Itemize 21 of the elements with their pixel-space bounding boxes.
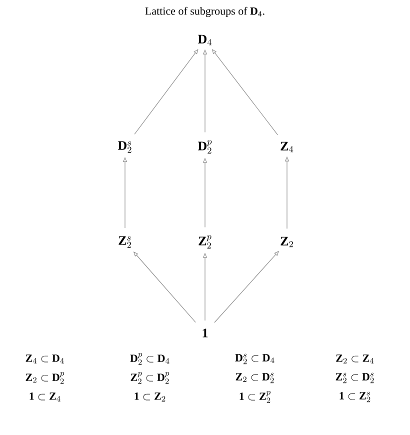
title: Lattice of subgroups of D$_{4}$.	[145, 6, 264, 18]
table-cell: $\mathbf{Z}_2\subset\mathbf{Z}_4$	[336, 354, 374, 364]
group-label: $\mathbf{Z}_2$	[280, 236, 293, 248]
table-cell: $\mathbf{D}_2^p\subset\mathbf{D}_4$	[130, 353, 170, 365]
table-cell: $\mathbf{Z}_2^p\subset\mathbf{D}_2^p$	[130, 372, 170, 384]
table-cell: $\mathbf{Z}_2\subset\mathbf{D}_2^s$	[236, 372, 274, 384]
table-cell: $\mathbf{Z}_4\subset\mathbf{D}_4$	[26, 354, 64, 364]
table-cell: $\mathbf{1}\subset\mathbf{Z}_4$	[30, 392, 60, 402]
table-cell: $\mathbf{1}\subset\mathbf{Z}_2^s$	[340, 392, 370, 402]
table-cell: $\mathbf{1}\subset\mathbf{Z}_2$	[134, 392, 166, 402]
group-label: $\mathbf{1}$	[202, 328, 208, 338]
table-cell: $\mathbf{D}_2^s\subset\mathbf{D}_4$	[235, 354, 274, 364]
group-label: $\mathbf{D}_2^s$	[118, 141, 132, 153]
group-label: $\mathbf{Z}_2^s$	[118, 236, 131, 248]
group-label: $\mathbf{Z}_2^p$	[198, 235, 212, 249]
group-label: $\mathbf{Z}_4$	[280, 142, 294, 152]
table-cell: $\mathbf{Z}_2^s\subset\mathbf{D}_2^s$	[336, 372, 374, 384]
table-cell: $\mathbf{Z}_2\subset\mathbf{D}_2^p$	[26, 372, 64, 384]
group-label: $\mathbf{D}_2^p$	[198, 140, 212, 154]
table-cell: $\mathbf{1}\subset\mathbf{Z}_2^p$	[240, 391, 270, 403]
group-label: $\mathbf{D}_4$	[198, 34, 212, 46]
